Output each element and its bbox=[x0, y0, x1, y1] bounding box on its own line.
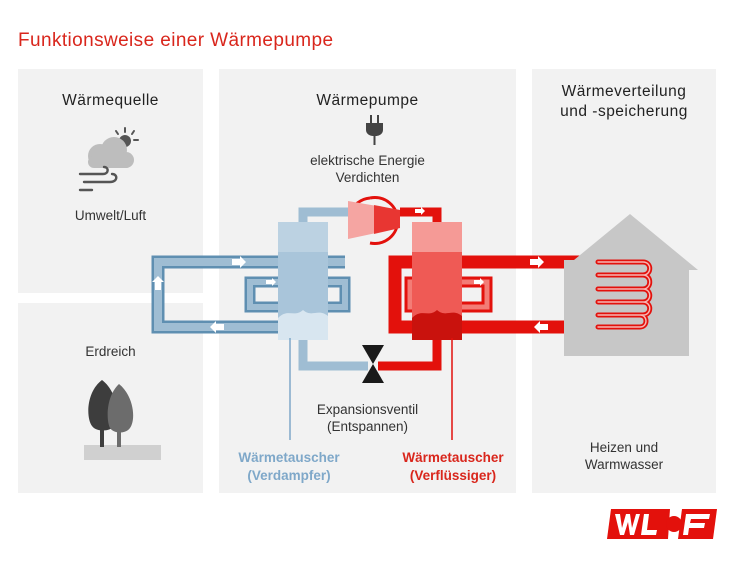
house-icon bbox=[564, 214, 698, 356]
energy-label-line2: Verdichten bbox=[335, 170, 400, 185]
valve-label-line2: (Entspannen) bbox=[326, 419, 409, 434]
evaporator-label-line2: (Verdampfer) bbox=[247, 468, 331, 483]
trees-icon bbox=[84, 380, 161, 460]
energy-label-line1: elektrische Energie bbox=[310, 153, 425, 168]
distribution-label-line1: Heizen und bbox=[589, 440, 659, 455]
heat-pump-title: Wärmepumpe bbox=[316, 92, 419, 109]
heat-source-title: Wärmequelle bbox=[62, 92, 159, 109]
page-title: Funktionsweise einer Wärmepumpe bbox=[18, 30, 334, 51]
refrigerant-cold-line bbox=[298, 207, 368, 371]
ground-label: Erdreich bbox=[85, 344, 136, 359]
label-pointers bbox=[289, 338, 453, 440]
condenser bbox=[412, 222, 462, 340]
evaporator bbox=[278, 222, 328, 340]
evaporator-label-line1: Wärmetauscher bbox=[238, 450, 340, 465]
valve-label-line1: Expansionsventil bbox=[316, 402, 419, 417]
wolf-logo bbox=[607, 509, 717, 539]
condenser-label-line2: (Verflüssiger) bbox=[409, 468, 497, 483]
distribution-label-line2: Warmwasser bbox=[584, 457, 664, 472]
refrigerant-hot-line bbox=[378, 207, 442, 371]
cloud-sun-wind-icon bbox=[78, 127, 139, 192]
air-label: Umwelt/Luft bbox=[74, 208, 147, 223]
condenser-label-line1: Wärmetauscher bbox=[402, 450, 504, 465]
distribution-title-line1: Wärmeverteilung bbox=[561, 83, 687, 100]
compressor-icon bbox=[348, 196, 400, 245]
distribution-title-line2: und -speicherung bbox=[560, 103, 688, 120]
expansion-valve-icon bbox=[362, 345, 384, 383]
power-plug-icon bbox=[366, 115, 383, 145]
